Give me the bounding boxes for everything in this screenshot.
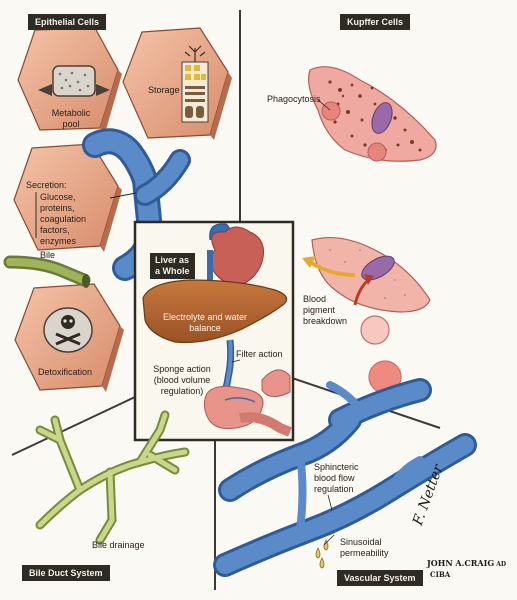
label-bile: Bile [40, 250, 56, 260]
bile-duct-tree [35, 410, 190, 545]
label-phagocytosis: Phagocytosis [267, 94, 321, 104]
ciba-logo: CIBA [430, 570, 451, 579]
section-tag-kupffer: Kupffer Cells [340, 14, 411, 30]
section-tag-bile-duct: Bile Duct System [22, 565, 110, 581]
sinusoid-vessels [213, 378, 477, 577]
label-detoxification: Detoxification [38, 367, 93, 377]
hexagon-storage [122, 27, 232, 140]
pointer-lines [231, 99, 335, 546]
label-secretion-title: Secretion: [26, 180, 67, 190]
hexagon-detoxification [14, 283, 124, 392]
label-bile-drainage: Bile drainage [92, 540, 145, 550]
label-secretion-items: Glucose, proteins, coagulation factors, … [40, 192, 87, 246]
kupffer-cell-phagocytosis [308, 66, 437, 162]
section-tag-vascular: Vascular System [337, 570, 423, 586]
label-filter-action: Filter action [236, 349, 283, 359]
label-storage: Storage [148, 85, 180, 95]
section-tag-epithelial: Epithelial Cells [28, 14, 107, 30]
hexagon-metabolic-pool [17, 27, 122, 133]
secretion-pointer [109, 192, 137, 199]
bile-tube [3, 255, 91, 288]
kupffer-cell-pigment [302, 236, 431, 394]
